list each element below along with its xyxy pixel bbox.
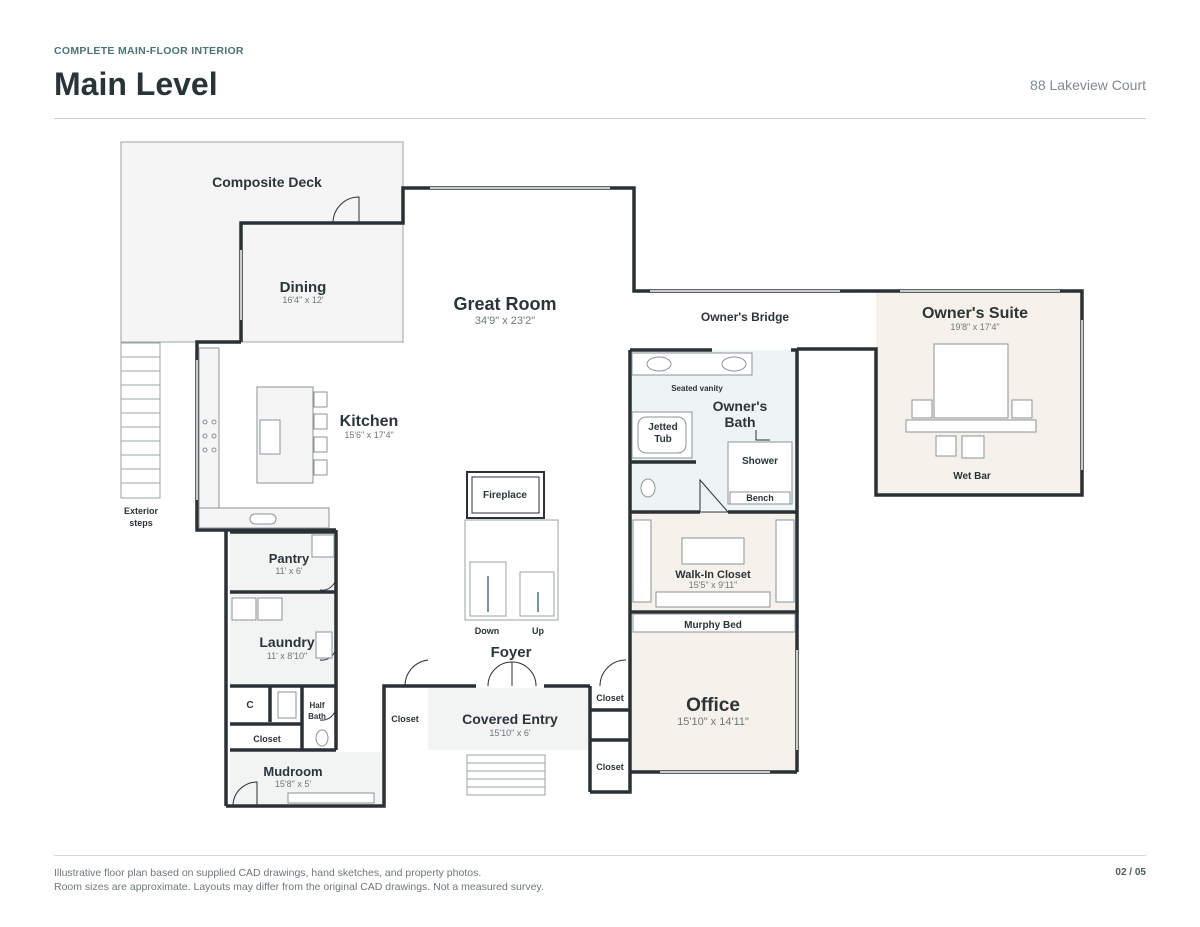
entry-closet-label: Closet <box>391 714 419 724</box>
office-size: 15'10" x 14'11" <box>677 716 749 728</box>
vanity-label: Seated vanity <box>671 384 723 393</box>
dining-label: Dining <box>280 279 327 296</box>
c-label: C <box>246 700 253 711</box>
great-room-label: Great Room <box>453 294 556 314</box>
footer-note-2: Room sizes are approximate. Layouts may … <box>54 881 544 893</box>
deck-label: Composite Deck <box>212 174 322 190</box>
dining-size: 16'4" x 12' <box>282 295 323 305</box>
fireplace-stair <box>464 471 559 621</box>
footer-note-1: Illustrative floor plan based on supplie… <box>54 867 482 879</box>
doors <box>232 196 770 807</box>
page-header: COMPLETE MAIN-FLOOR INTERIOR Main Level … <box>54 40 1146 119</box>
kitchen-label: Kitchen <box>340 413 399 430</box>
covered-entry-size: 15'10" x 6' <box>489 728 530 738</box>
walkin-size: 15'5" x 9'11" <box>689 580 738 590</box>
mudroom-label: Mudroom <box>263 764 322 779</box>
bridge-label: Owner's Bridge <box>701 310 790 324</box>
bath-fixtures <box>631 343 1037 633</box>
exterior-steps <box>120 342 161 499</box>
murphy-label: Murphy Bed <box>684 620 742 631</box>
page-number: 02 / 05 <box>1115 867 1146 878</box>
service-fixtures <box>231 534 375 804</box>
great-room-size: 34'9" x 23'2" <box>475 315 535 327</box>
front-steps <box>466 754 546 796</box>
property-address: 88 Lakeview Court <box>1030 77 1146 93</box>
stairs-up-label: Up <box>532 626 544 636</box>
page-title: Main Level <box>54 66 218 102</box>
tub-label-1: Jetted <box>648 422 677 433</box>
laundry-size: 11' x 8'10" <box>267 651 308 661</box>
tub-label-2: Tub <box>654 434 672 445</box>
closet-small-label: Closet <box>253 734 281 744</box>
bath-label-2: Bath <box>724 414 755 430</box>
page-footer: Illustrative floor plan based on supplie… <box>54 855 1146 893</box>
covered-entry-label: Covered Entry <box>462 711 558 727</box>
half-bath-label-1: Half <box>309 701 324 710</box>
office-floor <box>632 632 797 772</box>
pantry-label: Pantry <box>269 551 310 566</box>
eyebrow-label: COMPLETE MAIN-FLOOR INTERIOR <box>54 45 244 57</box>
closet-upper-label: Closet <box>596 693 624 703</box>
wet-bar-label: Wet Bar <box>953 471 991 482</box>
deck-area <box>120 141 404 343</box>
stairs-down-label: Down <box>475 626 500 636</box>
covered-entry-floor <box>428 688 590 750</box>
half-bath-label-2: Bath <box>308 712 326 721</box>
office-label: Office <box>686 695 740 716</box>
kitchen-cabinets <box>198 347 330 529</box>
mudroom-size: 15'8" x 5' <box>275 779 311 789</box>
foyer-label: Foyer <box>491 644 532 661</box>
suite-size: 19'8" x 17'4" <box>950 322 999 332</box>
bath-label-1: Owner's <box>713 398 768 414</box>
ext-steps-label-2: steps <box>129 518 153 528</box>
fireplace-label: Fireplace <box>483 490 527 501</box>
closet-lower-label: Closet <box>596 762 624 772</box>
pantry-size: 11' x 6' <box>275 566 303 576</box>
laundry-label: Laundry <box>259 634 314 650</box>
windows <box>196 187 1083 773</box>
ext-steps-label-1: Exterior <box>124 506 159 516</box>
kitchen-size: 15'6" x 17'4" <box>344 430 393 440</box>
bench-label: Bench <box>746 493 774 503</box>
walkin-label: Walk-In Closet <box>675 569 751 581</box>
suite-label: Owner's Suite <box>922 305 1028 322</box>
shower-label: Shower <box>742 456 778 467</box>
